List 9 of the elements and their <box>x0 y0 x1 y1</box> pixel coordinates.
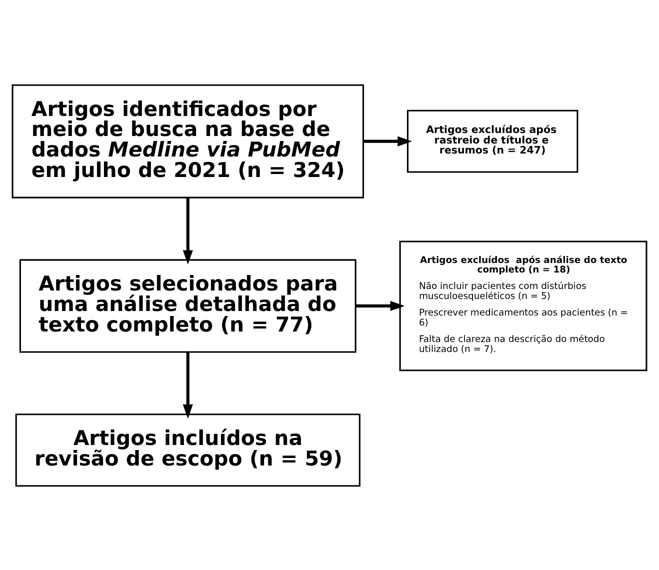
node-box: Artigos incluídos na revisão de escopo (n = 59) <box>15 413 360 486</box>
node-box: Artigos selecionados para uma análise detalhada do texto completo (n = 77) <box>19 258 356 352</box>
arrow <box>363 136 412 146</box>
arrow <box>182 352 193 418</box>
arrow <box>182 197 193 264</box>
node-box: Artigos excluídos após análise do texto completo (n = 18) Não incluir pacientes com distúrbios musculoesqueléticos (n = 5) Prescrever medicamentos aos pacientes (n = 6) Falta de clareza na descrição do método utilizado (n = 7). <box>399 240 648 371</box>
node-box: Artigos identificados por meio de busca na base de dados Medline via PubMed em julho de 2021 (n = 324) <box>12 84 364 198</box>
node-box: Artigos excluídos após rastreio de títulos e resumos (n = 247) <box>406 109 578 172</box>
arrow <box>356 300 405 310</box>
